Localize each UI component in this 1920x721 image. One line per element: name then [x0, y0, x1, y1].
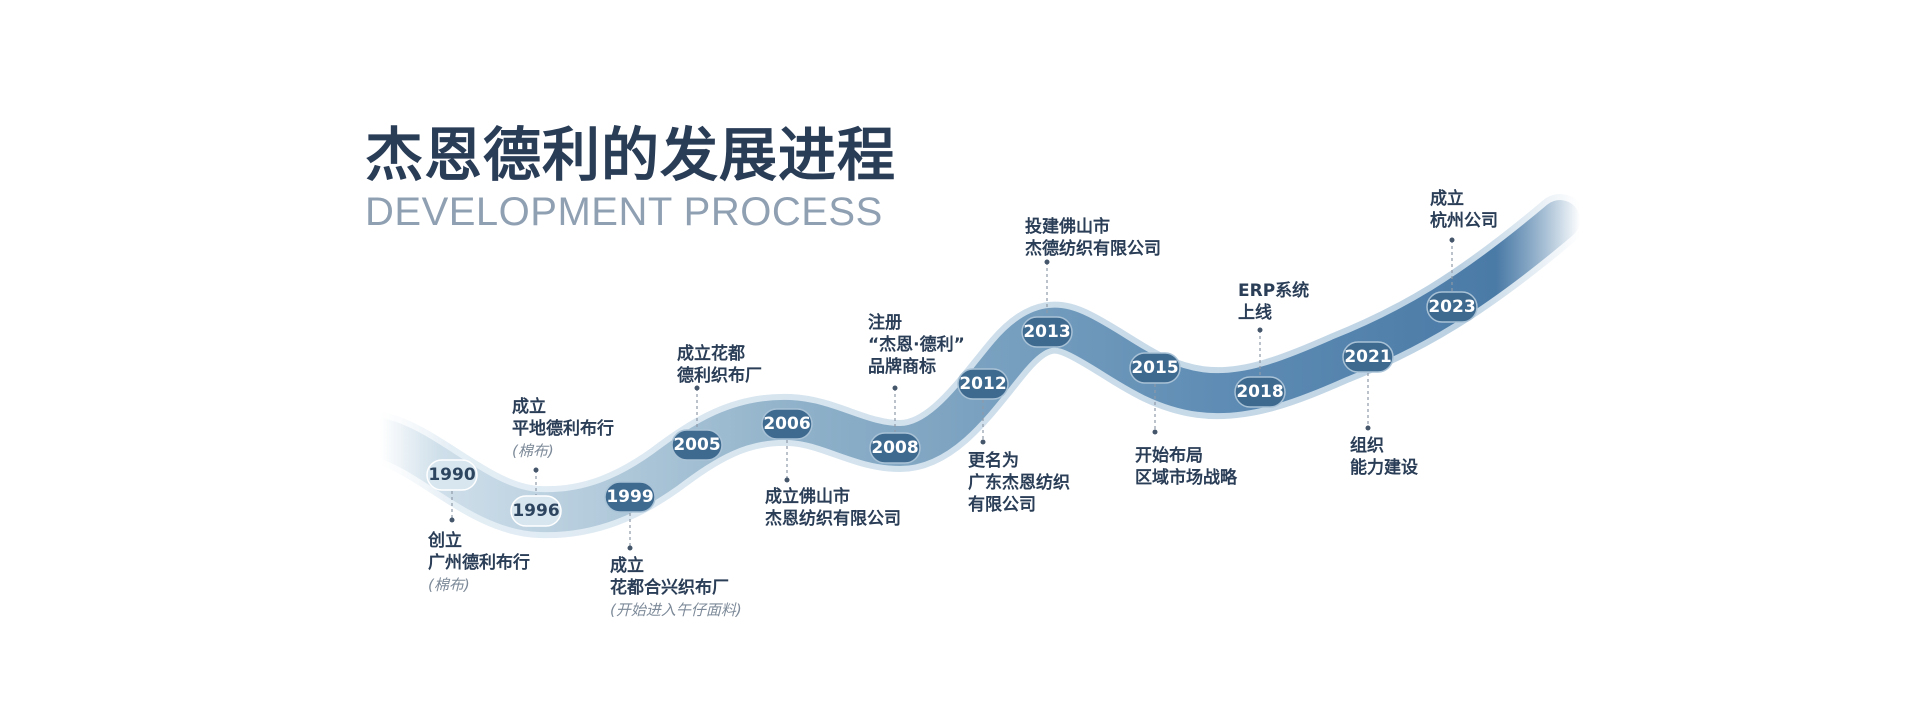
- milestone-line: 组织: [1350, 436, 1384, 456]
- year-label-2021: 2021: [1344, 347, 1391, 367]
- milestone-text-2018: ERP系统上线: [1238, 280, 1309, 324]
- milestone-text-2005: 成立花都德利织布厂: [677, 343, 762, 387]
- milestone-text-2021: 组织能力建设: [1350, 435, 1418, 479]
- milestone-note: (棉布): [512, 442, 554, 460]
- milestone-dot-2006: [784, 477, 790, 483]
- year-badge-1999: [604, 481, 656, 513]
- year-badge-2012: [957, 368, 1009, 400]
- milestone-text-2015: 开始布局区域市场战略: [1135, 445, 1237, 489]
- milestone-line: 平地德利布行: [512, 419, 614, 439]
- year-label-2015: 2015: [1131, 358, 1178, 378]
- milestone-line: 成立: [610, 556, 644, 576]
- milestone-line: 杰德纺织有限公司: [1025, 239, 1161, 259]
- milestone-line: 花都合兴织布厂: [610, 578, 729, 598]
- year-label-2023: 2023: [1428, 297, 1475, 317]
- milestone-text-2023: 成立杭州公司: [1430, 188, 1498, 232]
- milestone-line: 投建佛山市: [1025, 217, 1110, 237]
- milestone-line: 德利织布厂: [677, 366, 762, 386]
- milestone-line: 更名为: [968, 451, 1019, 471]
- milestone-line: 成立: [512, 397, 546, 417]
- milestone-line: 开始布局: [1135, 446, 1203, 466]
- milestone-line: 注册: [868, 313, 902, 333]
- year-badge-2023: [1426, 291, 1478, 323]
- milestone-dot-2018: [1257, 327, 1263, 333]
- year-badge-1990: [426, 459, 478, 491]
- milestone-note: (棉布): [428, 576, 470, 594]
- milestone-line: 杰恩纺织有限公司: [765, 509, 901, 529]
- milestone-line: 创立: [428, 531, 462, 551]
- page-subtitle: DEVELOPMENT PROCESS: [365, 190, 883, 234]
- milestone-dot-1990: [449, 517, 455, 523]
- milestone-line: 上线: [1238, 303, 1272, 323]
- milestone-text-2006: 成立佛山市杰恩纺织有限公司: [765, 486, 901, 530]
- year-label-1999: 1999: [606, 487, 653, 507]
- year-label-2006: 2006: [763, 414, 810, 434]
- milestone-text-1990: 创立广州德利布行 (棉布): [428, 530, 530, 596]
- milestone-text-2013: 投建佛山市杰德纺织有限公司: [1025, 216, 1161, 260]
- year-badge-2021: [1342, 341, 1394, 373]
- milestone-dot-2013: [1044, 259, 1050, 265]
- milestone-text-2008: 注册“杰恩·德利”品牌商标: [868, 312, 965, 378]
- year-badge-2013: [1021, 316, 1073, 348]
- milestone-line: 有限公司: [968, 495, 1036, 515]
- year-badge-2018: [1234, 376, 1286, 408]
- year-label-1990: 1990: [428, 465, 475, 485]
- milestone-dot-2015: [1152, 429, 1158, 435]
- milestone-line: 品牌商标: [868, 357, 936, 377]
- milestone-dot-2012: [980, 439, 986, 445]
- milestone-line: 广州德利布行: [428, 553, 530, 573]
- year-label-2005: 2005: [673, 435, 720, 455]
- milestone-line: 成立: [1430, 189, 1464, 209]
- milestone-line: 杭州公司: [1430, 211, 1498, 231]
- milestone-line: “杰恩·德利”: [868, 335, 965, 355]
- milestone-line: 广东杰恩纺织: [968, 473, 1070, 493]
- milestone-dot-2021: [1365, 425, 1371, 431]
- milestone-text-2012: 更名为广东杰恩纺织有限公司: [968, 450, 1070, 516]
- milestone-text-1999: 成立花都合兴织布厂 (开始进入午仔面料): [610, 555, 742, 621]
- year-label-2008: 2008: [871, 438, 918, 458]
- milestone-line: 成立佛山市: [765, 487, 850, 507]
- year-badge-2006: [761, 408, 813, 440]
- milestone-dot-1999: [627, 545, 633, 551]
- milestone-line: ERP系统: [1238, 281, 1310, 301]
- milestone-note: (开始进入午仔面料): [610, 601, 742, 619]
- year-badge-1996: [510, 495, 562, 527]
- milestone-dot-2005: [694, 385, 700, 391]
- milestone-text-1996: 成立平地德利布行 (棉布): [512, 396, 614, 462]
- milestone-dot-2023: [1449, 237, 1455, 243]
- year-label-1996: 1996: [512, 501, 559, 521]
- milestone-line: 成立花都: [677, 344, 745, 364]
- year-badge-2015: [1129, 352, 1181, 384]
- milestone-line: 能力建设: [1350, 458, 1418, 478]
- page-title: 杰恩德利的发展进程: [365, 121, 897, 189]
- year-badge-2008: [869, 432, 921, 464]
- year-badge-2005: [671, 429, 723, 461]
- year-label-2012: 2012: [959, 374, 1006, 394]
- milestone-dot-2008: [892, 385, 898, 391]
- timeline-ribbon: [360, 200, 1580, 533]
- milestone-line: 区域市场战略: [1135, 468, 1237, 488]
- year-label-2013: 2013: [1023, 322, 1070, 342]
- milestone-dot-1996: [533, 467, 539, 473]
- year-label-2018: 2018: [1236, 382, 1283, 402]
